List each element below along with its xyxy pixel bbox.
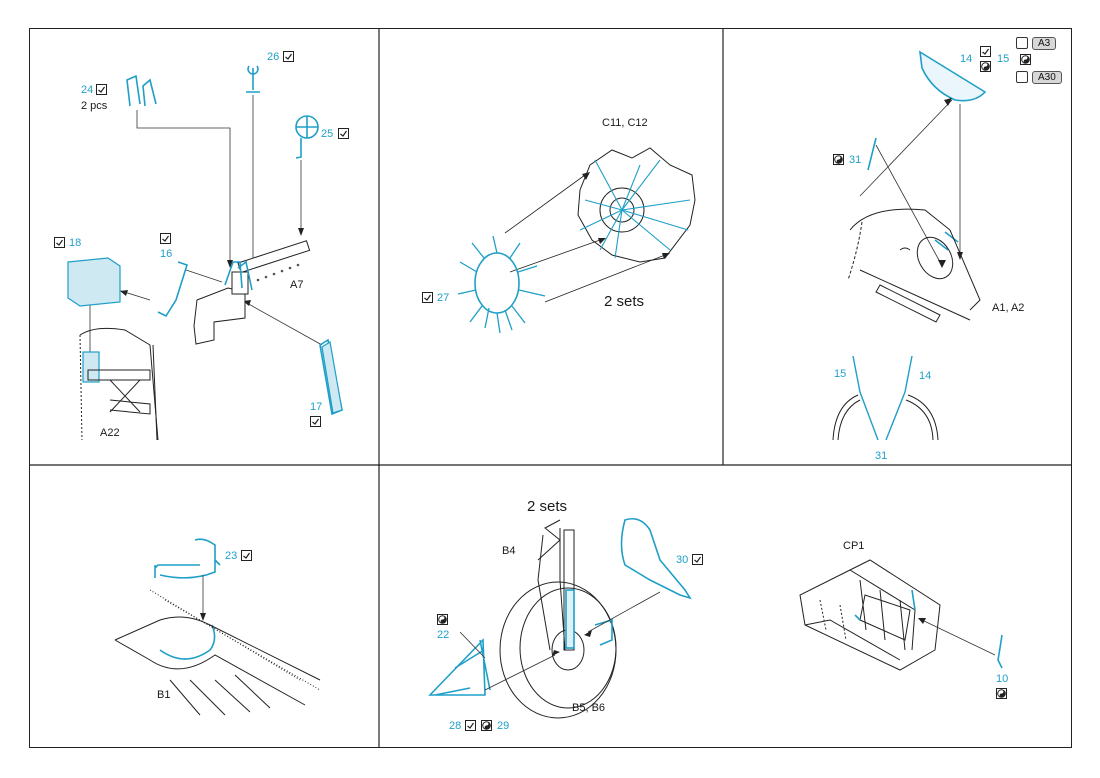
panel-landing-gear — [428, 517, 692, 719]
yin-yang-icon — [481, 720, 492, 731]
part-14-label: 14 — [960, 53, 973, 65]
yin-yang-icon — [1020, 54, 1031, 65]
detail-14-label: 14 — [919, 370, 932, 382]
bend-check-icon — [338, 128, 349, 139]
part-29-label: 29 — [497, 720, 510, 732]
panel-gun-assembly — [67, 65, 343, 441]
bend-check-icon — [422, 292, 433, 303]
panel-engine — [457, 147, 696, 334]
panel-seat-base — [114, 538, 321, 716]
sets-note: 2 sets — [604, 293, 645, 310]
part-a1-a2-label: A1, A2 — [992, 302, 1025, 314]
yin-yang-icon — [996, 688, 1007, 699]
panel-cockpit-tub — [799, 559, 1003, 671]
part-10-label: 10 — [996, 673, 1009, 685]
yin-yang-icon — [833, 154, 844, 165]
instruction-sheet-frame — [29, 28, 1072, 748]
bend-check-icon — [310, 416, 321, 427]
part-a3-badge: A3 — [1032, 37, 1057, 50]
part-b1-label: B1 — [157, 689, 171, 701]
bend-check-icon — [980, 46, 991, 57]
yin-yang-icon — [980, 61, 991, 72]
gear-icon — [1016, 71, 1028, 83]
bend-check-icon — [54, 237, 65, 248]
part-22-label: 22 — [437, 629, 450, 641]
bend-check-icon — [692, 554, 703, 565]
bend-check-icon — [160, 233, 171, 244]
part-15-label: 15 — [997, 53, 1010, 65]
part-b5-b6-label: B5, B6 — [572, 702, 606, 714]
gear-icon — [1016, 37, 1028, 49]
part-28-label: 28 — [449, 720, 462, 732]
part-18-label: 18 — [69, 237, 82, 249]
yin-yang-icon — [437, 614, 448, 625]
detail-31-label: 31 — [875, 450, 888, 462]
bend-check-icon — [283, 51, 294, 62]
part-24-label: 24 — [81, 84, 94, 96]
sets-note: 2 sets — [527, 498, 568, 515]
panel-cowling — [832, 50, 987, 441]
part-26-label: 26 — [267, 51, 280, 63]
bend-check-icon — [241, 550, 252, 561]
part-23-label: 23 — [225, 550, 238, 562]
part-16-label: 16 — [160, 248, 173, 260]
part-c11-c12-label: C11, C12 — [602, 117, 648, 129]
part-25-label: 25 — [321, 128, 334, 140]
detail-15-label: 15 — [834, 368, 847, 380]
part-a22-label: A22 — [100, 427, 120, 439]
part-cp1-label: CP1 — [843, 540, 865, 552]
part-b4-label: B4 — [502, 545, 516, 557]
bend-check-icon — [96, 84, 107, 95]
part-27-label: 27 — [437, 292, 450, 304]
part-24-note: 2 pcs — [81, 100, 108, 112]
part-30-label: 30 — [676, 554, 689, 566]
part-31-label: 31 — [849, 154, 862, 166]
part-a30-badge: A30 — [1032, 71, 1062, 84]
part-a7-label: A7 — [290, 279, 304, 291]
part-17-label: 17 — [310, 401, 323, 413]
bend-check-icon — [465, 720, 476, 731]
